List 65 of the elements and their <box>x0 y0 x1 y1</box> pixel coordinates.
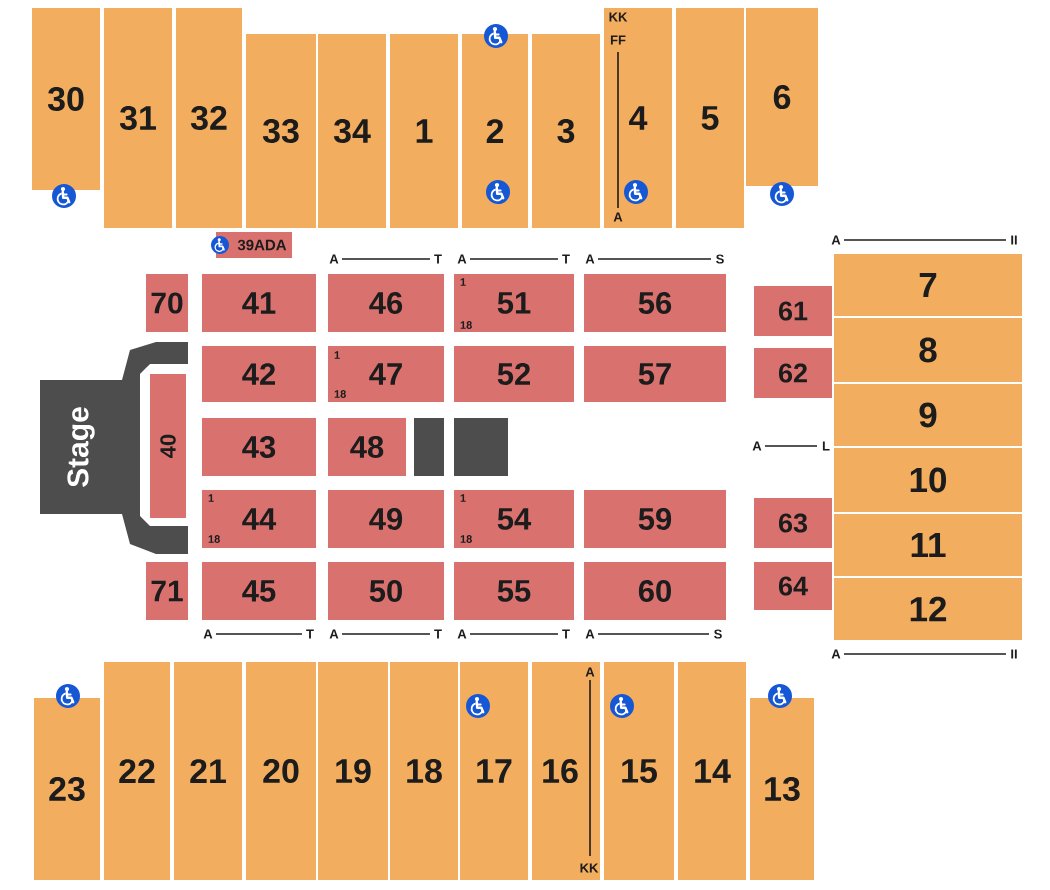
seating-section: 9 <box>834 384 1022 446</box>
seating-section: 23 <box>34 698 100 880</box>
seating-section: 3 <box>532 34 600 228</box>
seating-section: 17 <box>460 662 528 880</box>
node-label: 34 <box>333 118 371 144</box>
node-label: 17 <box>477 759 512 783</box>
seating-section: 55 <box>454 562 574 620</box>
seating-section: 52 <box>454 346 574 402</box>
stage: Stage <box>40 380 122 514</box>
seating-section: 70 <box>146 274 188 332</box>
node-label: Stage <box>67 407 95 487</box>
seating-section: 42 <box>202 346 316 402</box>
seating-section: 30 <box>32 8 100 190</box>
seating-section: 14 <box>678 662 746 880</box>
seating-section: 2 <box>462 34 528 228</box>
seating-section: 62 <box>754 348 832 398</box>
seating-section: 59 <box>584 490 726 548</box>
seating-section: 48 <box>328 418 406 476</box>
seating-section: 18 <box>390 662 458 880</box>
node-label: 19 <box>336 758 371 784</box>
node-label: 12 <box>910 596 947 622</box>
node-label: 6 <box>773 84 791 110</box>
seating-section: 41 <box>202 274 316 332</box>
node-label: 33 <box>262 118 299 144</box>
node-label: 18 <box>407 758 442 784</box>
node-label: 10 <box>910 467 947 493</box>
seating-section: 63 <box>754 498 832 548</box>
seating-section: 13 <box>750 698 814 880</box>
seating-section: 21 <box>174 662 242 880</box>
seating-section: 22 <box>104 662 170 880</box>
seating-section: 8 <box>834 318 1022 382</box>
seating-section: 50 <box>328 562 444 620</box>
seating-section: 20 <box>246 662 316 880</box>
seating-section: 1 <box>390 34 458 228</box>
seating-section: 5 <box>676 8 744 228</box>
node-label: 5 <box>701 106 719 130</box>
seating-section: 15 <box>604 662 674 880</box>
seating-section: 7 <box>834 254 1022 316</box>
seating-section: 49 <box>328 490 444 548</box>
seating-section: 33 <box>246 34 316 228</box>
seating-section: 45 <box>202 562 316 620</box>
seating-section: 60 <box>584 562 726 620</box>
seating-section: 57 <box>584 346 726 402</box>
seating-section: 19 <box>318 662 388 880</box>
node-label: 11 <box>911 532 946 558</box>
seating-section: 43 <box>202 418 316 476</box>
node-label: 8 <box>919 337 937 363</box>
seating-section: 31 <box>104 8 172 228</box>
seating-section: 6 <box>746 8 818 186</box>
seating-section: 32 <box>176 8 242 228</box>
node-label: 7 <box>919 272 937 298</box>
seating-section: 71 <box>146 562 188 620</box>
seating-section: 56 <box>584 274 726 332</box>
seating-section: 64 <box>754 562 832 610</box>
seating-section: 10 <box>834 448 1022 512</box>
node-label: 9 <box>919 402 937 428</box>
seating-section: 61 <box>754 286 832 336</box>
seating-section: 12 <box>834 578 1022 640</box>
node-label: 20 <box>263 758 299 784</box>
seating-section: 34 <box>318 34 386 228</box>
blocked-area <box>414 418 444 476</box>
seating-section: 40 <box>150 374 186 518</box>
seating-section: 46 <box>328 274 444 332</box>
seating-section: 11 <box>834 514 1022 576</box>
blocked-area <box>454 418 508 476</box>
